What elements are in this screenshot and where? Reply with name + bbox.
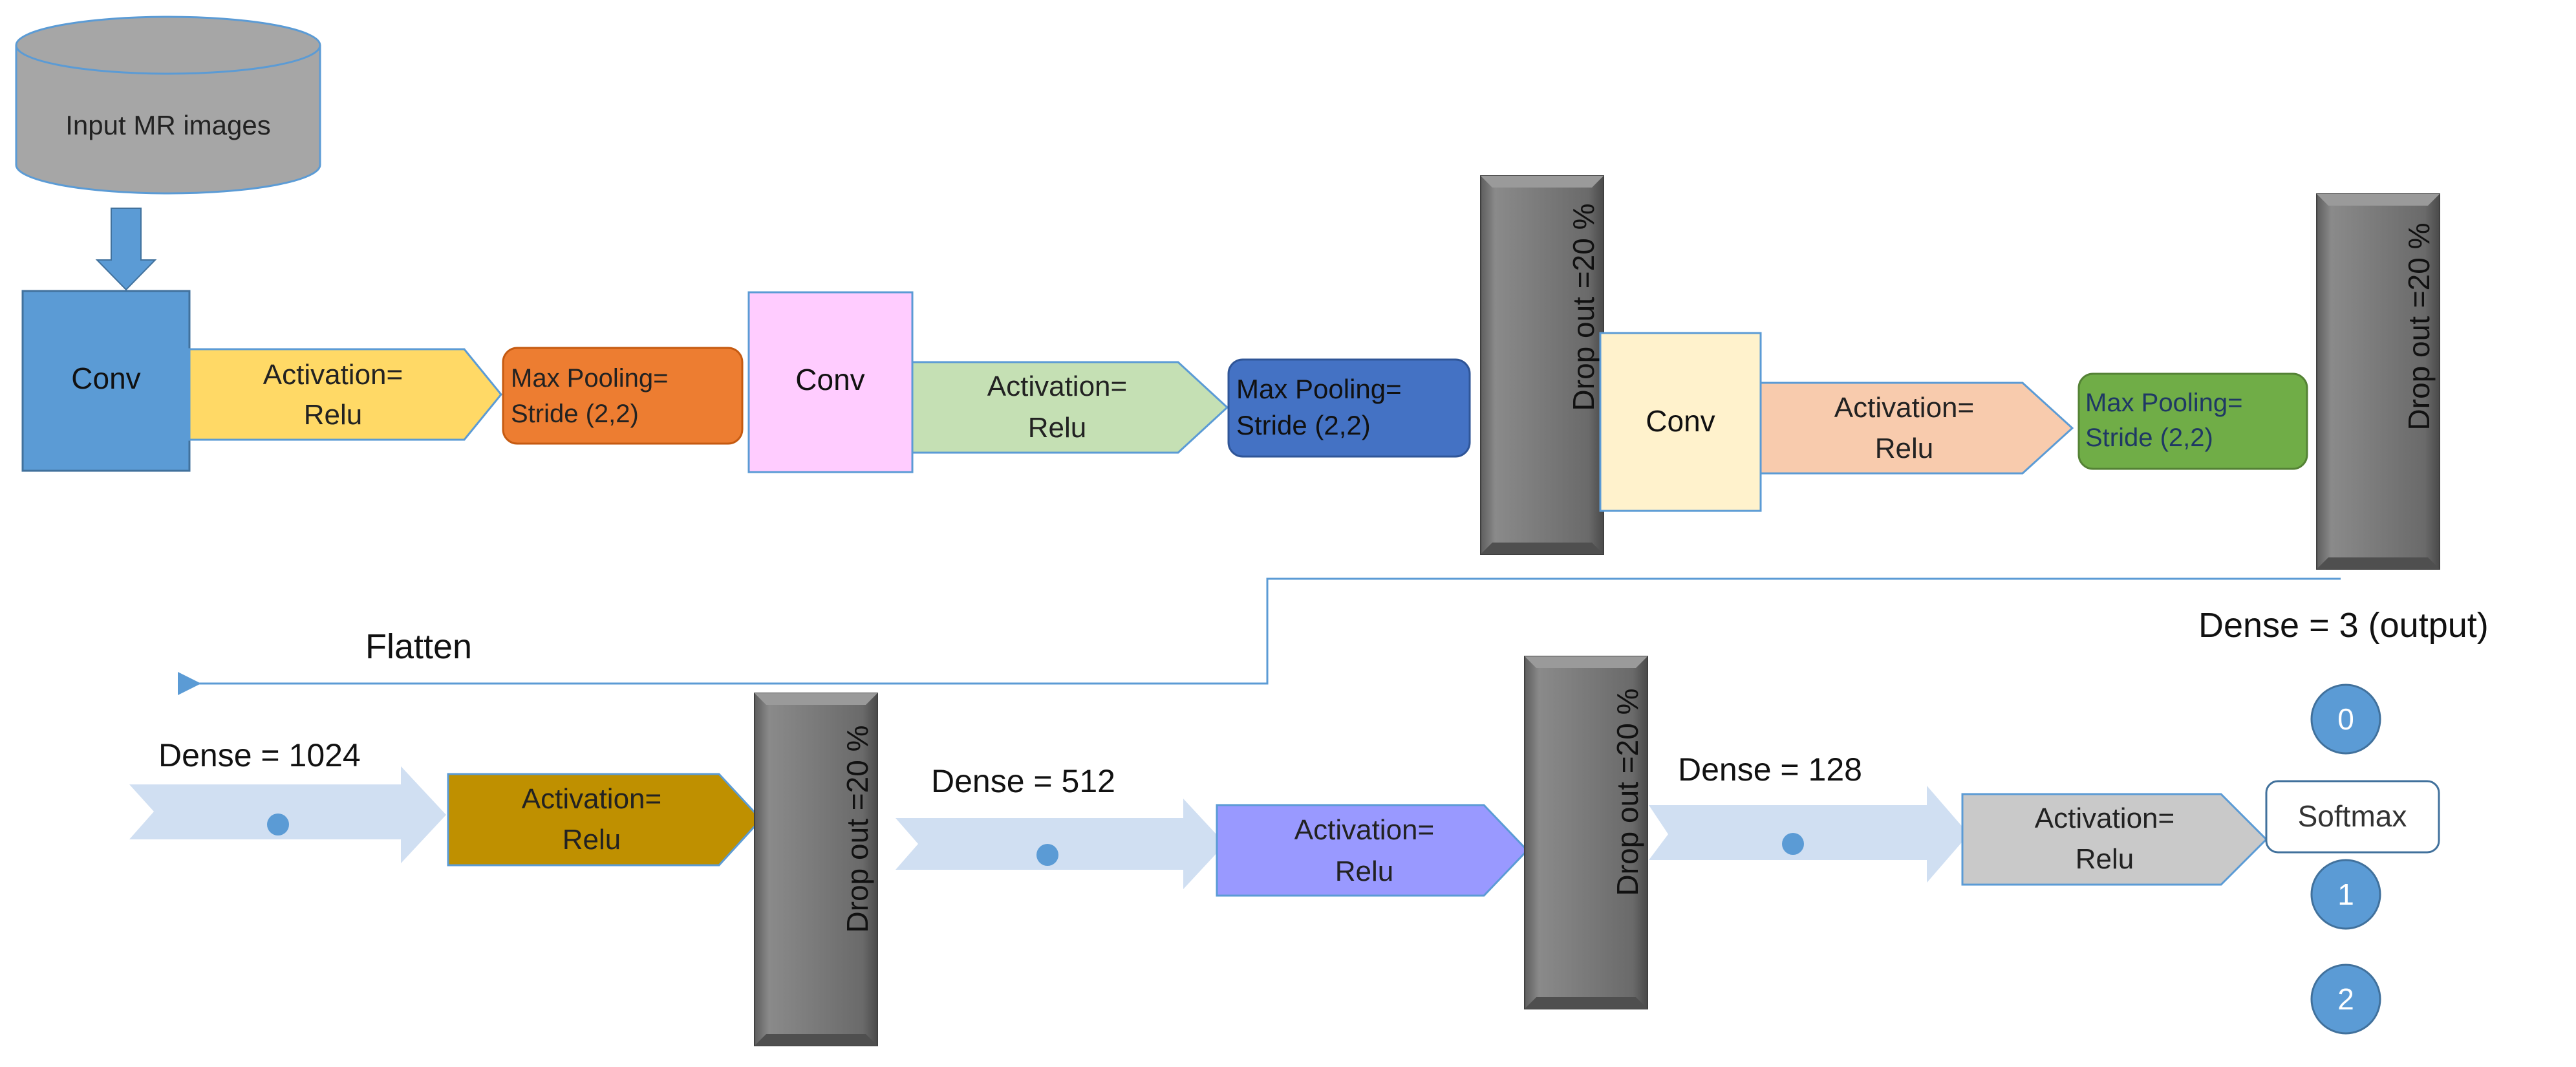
max-pooling-2-line-1: Max Pooling=: [1236, 374, 1402, 404]
activation-relu-5: Activation= Relu: [1216, 804, 1529, 897]
activation-relu-3: Activation= Relu: [1759, 382, 2074, 475]
dense-128-node-dot: [1782, 833, 1804, 855]
max-pooling-1: Max Pooling= Stride (2,2): [502, 347, 744, 445]
softmax-box: Softmax: [2265, 780, 2440, 854]
activation-2-line-1: Activation=: [987, 371, 1127, 402]
output-node-1: 1: [2310, 859, 2381, 930]
dropout-block-3: Drop out =20 %: [754, 693, 878, 1046]
activation-5-line-1: Activation=: [1294, 814, 1434, 846]
dropout-1-label: Drop out =20 %: [1567, 204, 1600, 411]
activation-relu-4: Activation= Relu: [447, 773, 763, 867]
activation-3-line-2: Relu: [1875, 433, 1934, 464]
flatten-connector-line: [178, 577, 2341, 695]
input-label: Input MR images: [65, 110, 270, 140]
conv-1-label: Conv: [71, 361, 140, 395]
max-pooling-3-line-2: Stride (2,2): [2085, 424, 2213, 452]
dense-1024-band: Dense = 1024: [129, 737, 446, 863]
max-pooling-1-line-1: Max Pooling=: [511, 364, 668, 393]
activation-4-line-2: Relu: [563, 824, 621, 856]
conv-block-2: Conv: [747, 291, 914, 473]
output-node-2-label: 2: [2337, 982, 2354, 1016]
conv-block-3: Conv: [1599, 332, 1762, 512]
dropout-2-label: Drop out =20 %: [2402, 223, 2436, 431]
activation-3-line-1: Activation=: [1834, 392, 1974, 424]
dense-1024-label: Dense = 1024: [158, 737, 361, 773]
activation-1-line-2: Relu: [304, 399, 363, 431]
conv-2-label: Conv: [795, 363, 864, 396]
max-pooling-3: Max Pooling= Stride (2,2): [2077, 372, 2308, 470]
flatten-label: Flatten: [365, 627, 472, 666]
activation-6-line-2: Relu: [2076, 843, 2134, 875]
max-pooling-2: Max Pooling= Stride (2,2): [1227, 358, 1471, 458]
dropout-block-2: Drop out =20 %: [2316, 193, 2440, 570]
max-pooling-3-line-1: Max Pooling=: [2085, 389, 2242, 417]
output-node-1-label: 1: [2337, 878, 2354, 911]
activation-2-line-2: Relu: [1028, 412, 1087, 444]
activation-6-line-1: Activation=: [2035, 803, 2174, 834]
output-node-0-label: 0: [2337, 702, 2354, 736]
output-node-0: 0: [2310, 684, 2381, 755]
conv-3-label: Conv: [1646, 404, 1715, 438]
conv-block-1: Conv: [21, 290, 191, 472]
activation-relu-1: Activation= Relu: [188, 348, 502, 441]
dense-1024-node-dot: [267, 814, 289, 835]
activation-4-line-1: Activation=: [522, 783, 661, 815]
dense-512-label: Dense = 512: [931, 763, 1115, 799]
dense-128-label: Dense = 128: [1678, 751, 1862, 788]
activation-relu-6: Activation= Relu: [1961, 793, 2268, 886]
dropout-4-label: Drop out =20 %: [1611, 689, 1644, 896]
input-database-icon: Input MR images: [15, 16, 321, 195]
activation-1-line-1: Activation=: [263, 359, 403, 391]
output-node-2: 2: [2310, 964, 2381, 1035]
dense-512-band: Dense = 512: [896, 763, 1225, 889]
dropout-block-4: Drop out =20 %: [1524, 656, 1648, 1009]
input-down-arrow: [95, 208, 157, 291]
output-title: Dense = 3 (output): [2198, 606, 2489, 645]
max-pooling-2-line-2: Stride (2,2): [1236, 410, 1371, 440]
softmax-label: Softmax: [2298, 799, 2407, 833]
dropout-3-label: Drop out =20 %: [841, 726, 874, 933]
dense-128-band: Dense = 128: [1649, 751, 1969, 883]
activation-5-line-2: Relu: [1335, 856, 1394, 887]
max-pooling-1-line-2: Stride (2,2): [511, 400, 639, 428]
activation-relu-2: Activation= Relu: [911, 361, 1229, 454]
dense-512-node-dot: [1036, 844, 1058, 866]
dropout-block-1: Drop out =20 %: [1480, 175, 1604, 555]
